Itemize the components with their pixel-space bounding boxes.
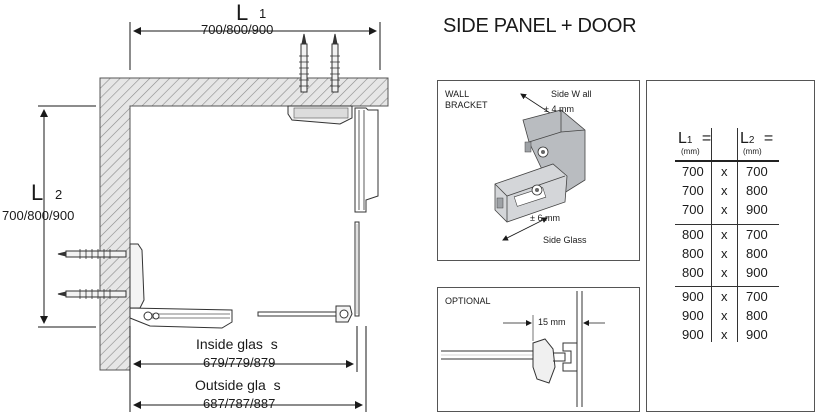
wall-bracket-drawing bbox=[494, 93, 586, 241]
table-group-rule-2 bbox=[675, 286, 779, 287]
side-wall-label: Side W all bbox=[551, 89, 592, 99]
table-group-rule-1 bbox=[675, 224, 779, 225]
tolerance-bottom: ± 6 mm bbox=[530, 213, 560, 223]
table-cell-x: x bbox=[721, 183, 728, 198]
table-cell-l1: 900 bbox=[682, 308, 704, 323]
table-cell-x: x bbox=[721, 246, 728, 261]
table-cell-l1: 800 bbox=[682, 265, 704, 280]
l2-values: 700/800/900 bbox=[2, 208, 75, 223]
dimension-table-panel bbox=[646, 80, 815, 412]
outside-glass-label: Outside gla s bbox=[195, 377, 281, 393]
door-panel-bottom bbox=[257, 311, 341, 317]
wall-top bbox=[99, 77, 389, 371]
table-cell-l2: 700 bbox=[746, 289, 768, 304]
table-cell-x: x bbox=[721, 308, 728, 323]
l2-index: 2 bbox=[55, 187, 63, 202]
table-l1-unit: (mm) bbox=[681, 147, 700, 156]
side-panel bbox=[354, 107, 379, 213]
l1-index: 1 bbox=[259, 6, 267, 21]
table-header-rule bbox=[675, 160, 779, 162]
table-cell-l1: 900 bbox=[682, 327, 704, 342]
plan-drawing bbox=[38, 22, 389, 412]
table-cell-x: x bbox=[721, 289, 728, 304]
wall-label-line1: WALL bbox=[445, 89, 470, 99]
table-divider-left bbox=[711, 128, 712, 342]
table-l1-index: 1 bbox=[686, 135, 693, 146]
table-cell-l1: 800 bbox=[682, 246, 704, 261]
wall-label-line2: BRACKET bbox=[445, 100, 488, 110]
table-l1-eq: = bbox=[701, 130, 712, 147]
table-l2-header: L2 = bbox=[740, 130, 773, 148]
table-cell-l1: 700 bbox=[682, 202, 704, 217]
tolerance-top: ± 4 mm bbox=[544, 104, 574, 114]
table-cell-l2: 800 bbox=[746, 183, 768, 198]
table-cell-l2: 800 bbox=[746, 308, 768, 323]
side-glass-label: Side Glass bbox=[543, 235, 587, 245]
table-cell-l1: 800 bbox=[682, 227, 704, 242]
gap-label: 15 mm bbox=[538, 317, 566, 327]
l1-symbol: L bbox=[236, 0, 249, 25]
optional-label: OPTIONAL bbox=[445, 296, 491, 306]
table-l1-symbol: L bbox=[678, 130, 687, 147]
l1-values: 700/800/900 bbox=[201, 22, 274, 37]
table-l2-unit: (mm) bbox=[743, 147, 762, 156]
table-cell-x: x bbox=[721, 164, 728, 179]
table-cell-x: x bbox=[721, 227, 728, 242]
wall-bracket-left bbox=[129, 243, 145, 309]
table-cell-l1: 700 bbox=[682, 164, 704, 179]
table-cell-l1: 700 bbox=[682, 183, 704, 198]
table-l2-symbol: L bbox=[740, 130, 749, 147]
table-cell-l2: 700 bbox=[746, 227, 768, 242]
table-cell-x: x bbox=[721, 327, 728, 342]
page-title: SIDE PANEL + DOOR bbox=[443, 15, 637, 37]
outside-glass-values: 687/787/887 bbox=[203, 396, 276, 411]
table-cell-l2: 900 bbox=[746, 327, 768, 342]
table-l2-eq: = bbox=[763, 130, 774, 147]
table-cell-l2: 900 bbox=[746, 265, 768, 280]
screw-anchor-left bbox=[57, 250, 127, 298]
table-cell-x: x bbox=[721, 202, 728, 217]
l2-symbol: L bbox=[31, 180, 44, 205]
table-l2-index: 2 bbox=[748, 135, 755, 146]
inside-glass-values: 679/779/879 bbox=[203, 355, 276, 370]
table-divider-right bbox=[737, 128, 738, 342]
inside-glass-label: Inside glas s bbox=[196, 336, 278, 352]
table-cell-l1: 900 bbox=[682, 289, 704, 304]
table-cell-l2: 800 bbox=[746, 246, 768, 261]
table-cell-x: x bbox=[721, 265, 728, 280]
optional-drawing bbox=[441, 291, 605, 407]
table-l1-header: L1 = bbox=[678, 130, 711, 148]
table-cell-l2: 900 bbox=[746, 202, 768, 217]
table-cell-l2: 700 bbox=[746, 164, 768, 179]
